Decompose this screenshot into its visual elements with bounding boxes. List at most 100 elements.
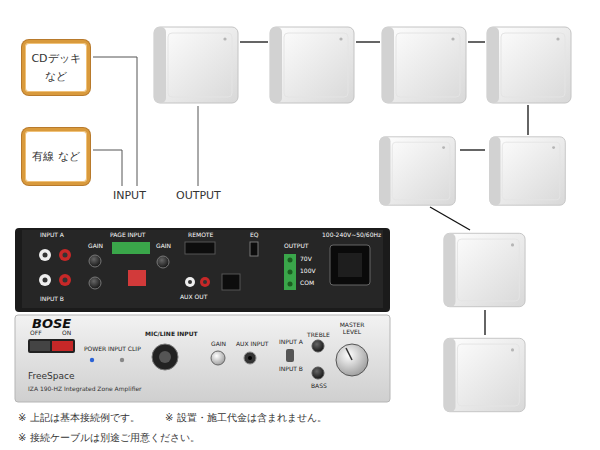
amplifier-front-part	[286, 349, 294, 362]
speaker-set	[154, 27, 571, 412]
panel-label: OFF	[30, 330, 42, 337]
amplifier-rear-part	[288, 258, 293, 263]
amplifier-rear-part	[112, 242, 150, 254]
amplifier-front-part	[244, 352, 256, 364]
speaker-wire-part	[430, 207, 470, 230]
panel-label: GAIN	[88, 243, 103, 250]
amplifier-rear-part	[288, 270, 293, 275]
source-label: 有線 など	[32, 148, 80, 166]
panel-label: GAIN	[156, 243, 171, 250]
amplifier-rear-part	[338, 253, 362, 277]
amplifier-rear-part	[22, 230, 383, 308]
amplifier-front-part	[28, 339, 75, 353]
amplifier-front-part	[248, 356, 252, 360]
amplifier-rear-part	[288, 282, 293, 287]
amplifier-rear-part	[203, 280, 207, 284]
amplifier-front-part	[52, 341, 73, 351]
panel-label: OUTPUT	[284, 243, 308, 250]
amplifier-front-part	[312, 340, 324, 352]
amplifier-rear-part	[39, 249, 51, 261]
speaker-wire-part	[484, 310, 485, 335]
panel-label: 100-240V~50/60Hz	[322, 232, 381, 239]
amplifier-rear-part	[43, 253, 48, 258]
speaker-wire-part	[240, 41, 268, 42]
input-wire-part	[198, 106, 199, 186]
amplifier-rear-part	[63, 253, 68, 258]
input-wire-part	[93, 150, 122, 186]
speaker-set-part	[380, 137, 456, 205]
amplifier-front-part	[15, 315, 390, 402]
amplifier-rear-part	[43, 278, 48, 283]
speaker-wire-part	[468, 41, 485, 42]
speaker-set-part	[444, 338, 525, 411]
amplifier-front-part	[159, 351, 171, 363]
panel-label: MIC/LINE INPUT	[145, 331, 198, 338]
panel-label: AUX INPUT	[236, 341, 268, 348]
panel-label: PAGE INPUT	[110, 232, 146, 239]
source-box: CDデッキ など	[22, 40, 90, 95]
speaker-wire-part	[356, 41, 380, 42]
amplifier-front-part	[211, 351, 225, 365]
amplifier-rear-part	[39, 274, 51, 286]
amplifier-front-part	[336, 344, 368, 376]
panel-label: POWER	[84, 346, 106, 353]
amplifier-front-part	[312, 367, 324, 379]
panel-label: EQ	[250, 232, 259, 239]
amplifier-rear-part	[200, 277, 210, 287]
amplifier-front-part	[90, 358, 94, 362]
amplifier-rear-part	[330, 245, 370, 285]
amplifier-rear-part	[63, 278, 68, 283]
amplifier-rear-part	[89, 277, 101, 289]
note-text: ※ 接続ケーブルは別途ご用意ください。	[18, 432, 200, 443]
amplifier-front-part	[346, 348, 352, 360]
amplifier-rear-part	[185, 277, 195, 287]
amplifier-rear-part	[59, 274, 71, 286]
amplifier-rear-part	[185, 242, 215, 254]
panel-label: INPUT CLIP	[108, 346, 141, 353]
source-label: CDデッキ など	[29, 50, 83, 85]
speaker-wire-part	[460, 149, 485, 150]
panel-label: INPUT B	[279, 366, 303, 373]
speaker-wire-part	[527, 105, 528, 135]
panel-label: GAIN	[211, 341, 226, 348]
amplifier-front	[15, 315, 390, 402]
note-text: ※ 上記は基本接続例です。	[18, 412, 140, 423]
amplifier-rear-part	[222, 274, 240, 290]
panel-label: TREBLE	[307, 332, 330, 339]
speaker-set-part	[154, 27, 238, 103]
panel-label: COM	[300, 280, 314, 287]
amplifier-front-part	[152, 344, 178, 370]
panel-label: INPUT A	[40, 232, 64, 239]
amplifier-front-part	[30, 341, 50, 351]
input-wire-part	[93, 57, 137, 186]
panel-label: AUX OUT	[180, 294, 207, 301]
panel-label: 70V	[300, 256, 312, 263]
amplifier-rear-part	[59, 249, 71, 261]
amplifier-rear-part	[89, 255, 101, 267]
amplifier-rear-part	[188, 280, 192, 284]
connection-label: OUTPUT	[176, 190, 221, 202]
panel-label: BASS	[311, 383, 327, 390]
amplifier-rear-part	[15, 228, 390, 312]
product-name: FreeSpace	[28, 372, 75, 382]
amplifier-rear	[15, 228, 390, 312]
speaker-set-part	[490, 137, 566, 205]
connection-label: INPUT	[113, 190, 146, 202]
panel-label: ON	[62, 330, 71, 337]
speaker-set-part	[270, 27, 354, 103]
product-model: IZA 190-HZ Integrated Zone Amplifier	[28, 386, 142, 393]
amplifier-front-part	[120, 358, 124, 362]
speaker-set-part	[444, 233, 525, 306]
amplifier-rear-part	[128, 270, 146, 286]
amplifier-rear-part	[284, 254, 296, 290]
speaker-set-part	[487, 27, 571, 103]
speaker-set-part	[382, 27, 466, 103]
amplifier-rear-part	[157, 256, 169, 268]
amplifier-rear-part	[250, 242, 258, 256]
panel-label: INPUT A	[279, 339, 303, 346]
panel-label: MASTER LEVEL	[337, 322, 367, 335]
source-box: 有線 など	[22, 128, 90, 185]
panel-label: INPUT B	[40, 296, 64, 303]
